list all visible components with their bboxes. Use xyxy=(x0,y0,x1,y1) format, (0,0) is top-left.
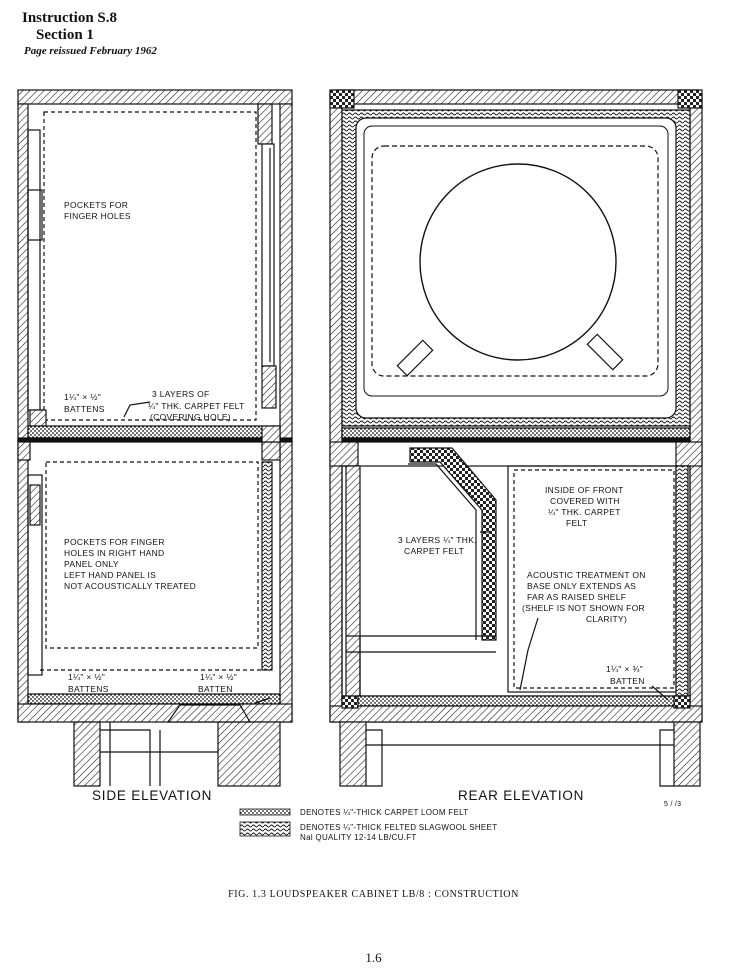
swatch-slagwool xyxy=(239,821,291,837)
label-battens-lower: 1¼" × ½"BATTENS xyxy=(68,672,109,694)
label-battens-upper: 1¼" × ½"BATTENS xyxy=(64,392,105,414)
swatch-carpet-felt xyxy=(239,808,291,816)
side-elevation-title: SIDE ELEVATION xyxy=(92,788,212,803)
rear-plinth-right xyxy=(673,721,701,787)
page-number: 1.6 xyxy=(365,950,382,965)
reissue-note: Page reissued February 1962 xyxy=(24,44,157,57)
label-rear-batten: 1¼" × ¾"BATTEN xyxy=(606,664,645,686)
instruction-number: Instruction S.8 xyxy=(22,10,118,26)
rear-elevation-title: REAR ELEVATION xyxy=(458,788,584,803)
side-left-wall xyxy=(17,103,29,723)
side-elevation xyxy=(17,89,293,787)
rear-base-board xyxy=(329,705,703,723)
rear-middle-shelf xyxy=(341,427,691,439)
rear-elevation xyxy=(329,89,703,787)
side-base-board xyxy=(17,703,293,723)
rear-plinth-left xyxy=(339,721,367,787)
label-batten-lower: 1¼" × ½"BATTEN xyxy=(198,672,237,694)
side-right-wall xyxy=(279,103,293,723)
page-header: Instruction S.8 Section 1 Page reissued … xyxy=(22,10,157,57)
label-rear-layers: 3 LAYERS ¼" THK.CARPET FELT xyxy=(398,535,477,556)
legend-slagwool: DENOTES ¼"-THICK FELTED SLAGWOOL SHEET xyxy=(300,823,498,832)
section-number: Section 1 xyxy=(36,27,94,44)
legend-slagwool-quality: Nal QUALITY 12-14 LB/CU.FT xyxy=(300,833,417,842)
side-plinth-left xyxy=(73,721,101,787)
speaker-cutout xyxy=(419,163,617,361)
figure-caption: FIG. 1.3 LOUDSPEAKER CABINET LB/8 : CONS… xyxy=(228,889,519,900)
vent-right xyxy=(586,333,624,371)
rear-labels: 3 LAYERS ¼" THK.CARPET FELT INSIDE OF FR… xyxy=(398,485,681,808)
legend-carpet-felt: DENOTES ¼"-THICK CARPET LOOM FELT xyxy=(300,808,469,817)
legend-swatches xyxy=(239,808,291,837)
side-middle-shelf xyxy=(27,425,281,439)
side-plinth-right xyxy=(217,721,281,787)
vent-left xyxy=(396,339,434,377)
side-top-board xyxy=(17,89,293,105)
drawing-reference: 5 / /3 xyxy=(664,801,681,808)
